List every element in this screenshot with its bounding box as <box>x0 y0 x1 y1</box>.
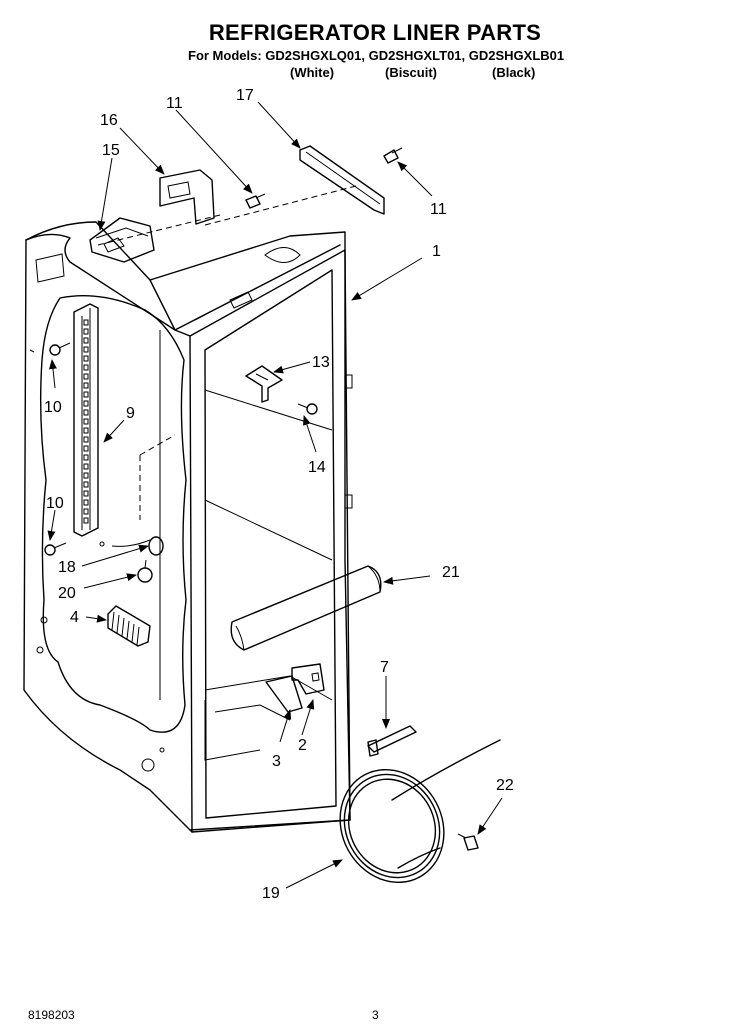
rail-slot <box>83 337 89 344</box>
callout-10-lower: 10 <box>46 495 64 512</box>
callout-22: 22 <box>496 777 514 794</box>
part-21-duct-cover <box>230 565 382 651</box>
callout-labels: 1 2 3 4 7 9 10 10 11 11 13 14 15 16 17 1… <box>44 87 514 902</box>
vent-slat <box>126 620 130 640</box>
rail-slot <box>83 445 89 452</box>
callout-2: 2 <box>298 737 307 754</box>
rail-slot <box>83 319 89 326</box>
callout-18: 18 <box>58 559 76 576</box>
callout-14: 14 <box>308 459 326 476</box>
part-2-plate <box>291 663 325 695</box>
callout-21: 21 <box>442 564 460 581</box>
rail-slot <box>83 391 89 398</box>
part-13-bracket <box>245 365 283 403</box>
screw-22 <box>457 833 479 851</box>
liner-shell <box>23 184 361 833</box>
rail-slot <box>83 427 89 434</box>
callout-17: 17 <box>236 87 254 104</box>
rail-slot <box>83 418 89 425</box>
vent-slat <box>111 611 115 631</box>
callout-19: 19 <box>262 885 280 902</box>
page-title: REFRIGERATOR LINER PARTS <box>208 20 542 45</box>
screw-14 <box>297 403 318 415</box>
screw-10-upper <box>49 342 71 356</box>
rail-slot <box>83 364 89 371</box>
callout-11-right: 11 <box>430 201 447 218</box>
callout-15: 15 <box>102 142 120 159</box>
part-7-strip <box>367 725 417 757</box>
page-number: 3 <box>372 1008 379 1022</box>
callout-10-upper: 10 <box>44 399 62 416</box>
rail-slot <box>83 517 89 524</box>
callout-13: 13 <box>312 354 330 371</box>
part-18-light-switch <box>99 536 164 556</box>
rail-slot <box>83 373 89 380</box>
callout-16: 16 <box>100 112 118 129</box>
screw-11-right <box>383 147 403 164</box>
screw-10-lower <box>44 542 67 556</box>
callout-11-left: 11 <box>166 95 183 112</box>
document-number: 8198203 <box>28 1008 75 1022</box>
part-16-bracket <box>159 169 215 225</box>
rail-slot <box>83 490 89 497</box>
callout-4: 4 <box>70 609 79 626</box>
part-4-vent-grille <box>107 605 151 647</box>
rail-slot <box>83 382 89 389</box>
rail-slot <box>83 400 89 407</box>
part-9-shelf-rail <box>73 303 99 537</box>
callout-7: 7 <box>380 659 389 676</box>
rail-slot <box>83 481 89 488</box>
part-19-water-line <box>339 739 501 884</box>
rail-slot <box>83 508 89 515</box>
rail-slot <box>83 463 89 470</box>
rail-slot <box>83 472 89 479</box>
variant-biscuit: (Biscuit) <box>385 65 437 80</box>
vent-slat <box>116 614 120 634</box>
part-17-top-channel <box>299 145 385 215</box>
rail-slot <box>83 499 89 506</box>
rail-slot <box>83 346 89 353</box>
vent-slat <box>131 623 135 643</box>
callout-3: 3 <box>272 753 281 770</box>
rail-slot <box>83 328 89 335</box>
part-3-plate <box>265 675 303 713</box>
part-20-light-bulb <box>137 559 153 583</box>
rail-slot <box>83 436 89 443</box>
callout-20: 20 <box>58 585 76 602</box>
vent-slat <box>121 617 125 637</box>
vent-slat <box>136 626 140 646</box>
rail-slot <box>83 409 89 416</box>
leader-lines <box>47 101 503 889</box>
part-15-control-housing <box>89 217 155 263</box>
variant-black: (Black) <box>492 65 536 80</box>
models-line: For Models: GD2SHGXLQ01, GD2SHGXLT01, GD… <box>188 48 565 63</box>
callout-9: 9 <box>126 405 135 422</box>
variant-white: (White) <box>290 65 335 80</box>
rail-slot <box>83 355 89 362</box>
screw-11-left <box>245 193 266 209</box>
rail-slot <box>83 454 89 461</box>
callout-1: 1 <box>432 243 441 260</box>
